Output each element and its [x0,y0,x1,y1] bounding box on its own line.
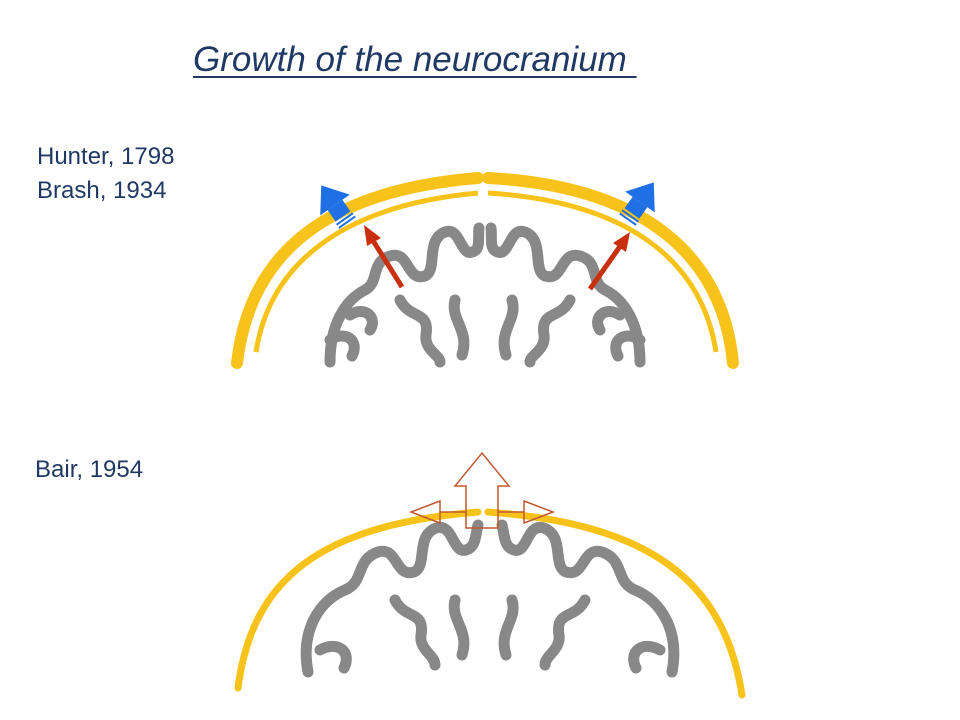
red-arrow-right-icon [587,232,630,291]
skull-vault-top [231,172,739,369]
slide-title: Growth of the neurocranium [193,40,637,79]
outline-cross-arrow-icon [408,451,556,529]
citation-group-top: Hunter, 1798 Brash, 1934 [37,140,174,208]
citation-group-bottom: Bair, 1954 [35,453,143,487]
blue-sutural-arrows [320,182,655,229]
brain-gyri-top [324,222,646,368]
red-arrow-left-icon [364,225,405,289]
brain-gyri-bottom [300,519,680,678]
red-brain-arrows [364,225,630,291]
citation-hunter: Hunter, 1798 [37,143,175,170]
blue-arrow-left-icon [320,185,356,229]
skull-vault-bottom [234,508,746,699]
blue-arrow-right-icon [619,182,655,226]
citation-brash: Brash, 1934 [37,177,167,204]
citation-bair: Bair, 1954 [35,456,144,483]
